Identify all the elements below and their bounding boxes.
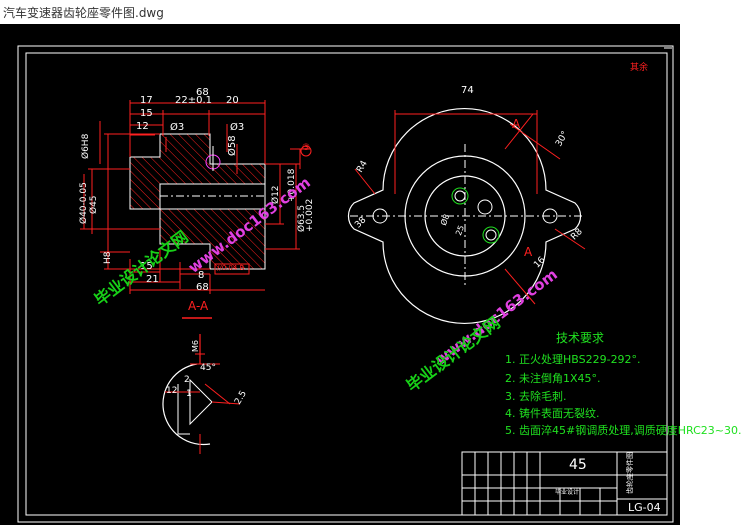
dim-20: 20 [226,95,239,106]
tolerance-label: //0.04 B [217,264,245,272]
flange-outline [347,107,582,325]
dim-15-bot: 15 [140,261,153,272]
dim-40: Ø40-0.05 [79,182,89,224]
dim-8: 8 [198,270,205,281]
note-4: 4. 铸件表面无裂纹. [505,407,600,420]
dim-68-bot: 68 [196,282,209,293]
section-marker-a: A [512,117,521,131]
detail-1: 1 [186,389,192,399]
dim-3-b: Ø3 [230,122,245,133]
drawing-svg [17,45,674,523]
dim-21: 21 [146,274,159,285]
title-bar: 汽车变速器齿轮座零件图.dwg [0,0,680,24]
file-title: 汽车变速器齿轮座零件图.dwg [3,6,164,20]
title-block-part-name: 齿轮座零件图 [626,452,634,494]
circle-marker: ③ [302,143,311,153]
main-section-view [80,100,312,319]
dim-h8b: H8 [103,251,113,265]
notes-heading: 技术要求 [556,331,605,345]
pin-hole-3 [482,226,500,244]
dim-3-top: Ø3 [170,122,185,133]
drawing-canvas[interactable]: 其余 68 17 22±0.1 20 15 12 Ø3 Ø3 Ø58 Ø6H8 … [0,24,741,525]
top-right-note: 其余 [630,63,649,73]
detail-45: 45° [200,363,216,373]
dim-58: Ø58 [227,135,238,156]
note-3: 3. 去除毛刺. [505,390,567,403]
flange-view [347,107,586,325]
note-5: 5. 齿面淬45#钢调质处理,调质硬度HRC23~30. [505,424,741,437]
detail-12: 12 [166,386,178,396]
detail-2: 2 [184,375,190,385]
note-1: 1. 正火处理HBS229-292°. [505,353,641,366]
dim-68: 68 [196,87,209,98]
title-block-school: 毕业设计 [555,489,580,496]
pin-hole-1 [477,199,493,215]
detail-view [162,334,241,454]
section-marker-a2: A [524,245,533,259]
title-block-material: 45 [569,457,587,473]
dim-22: 22±0.1 [175,95,213,106]
dim-45: Ø45 [89,195,99,214]
pin-hole-2 [451,187,469,205]
section-label: A-A [188,299,209,313]
inner-frame [25,52,668,516]
outer-frame [17,45,674,523]
dim-h8: Ø6H8 [81,133,91,159]
dim-17: 17 [140,95,153,106]
dim-74: 74 [461,85,474,96]
note-2: 2. 未注倒角1X45°. [505,372,601,385]
tolerance-frame [214,263,250,275]
dim-12: 12 [136,121,149,132]
dim-15-top: 15 [140,108,153,119]
title-block [461,451,668,516]
detail-top-label: M6 [191,340,200,352]
title-block-drawing-no: LG-04 [628,501,661,514]
dim-002: +0.002 [305,198,315,232]
